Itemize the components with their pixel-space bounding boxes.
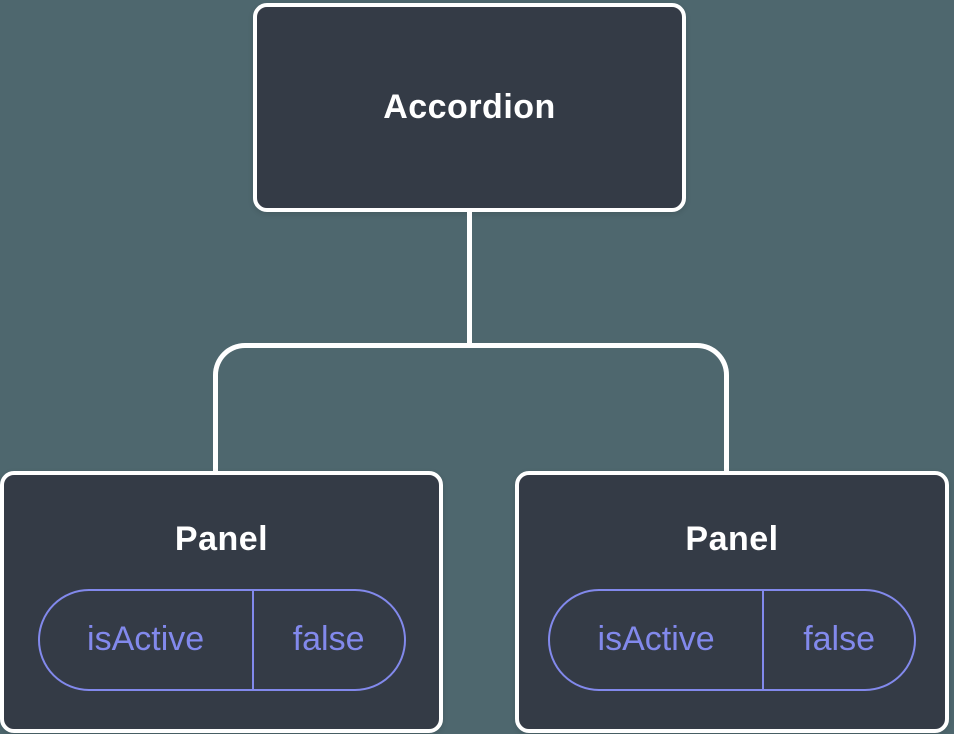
node-panel-left: Panel isActive false	[0, 471, 443, 733]
state-key-label: isActive	[550, 590, 765, 689]
node-accordion-label: Accordion	[383, 88, 556, 126]
state-key-label: isActive	[40, 590, 254, 689]
connector-branch	[213, 343, 729, 473]
node-panel-right-label: Panel	[685, 519, 779, 558]
node-accordion: Accordion	[253, 3, 686, 212]
node-panel-left-label: Panel	[174, 519, 269, 558]
state-pill-right: isActive false	[548, 588, 916, 691]
connector-root-stem	[467, 210, 472, 346]
state-value-label: false	[292, 620, 365, 658]
state-pill-left: isActive false	[37, 588, 406, 691]
state-value-label: false	[803, 620, 876, 658]
node-panel-right: Panel isActive false	[515, 471, 949, 733]
